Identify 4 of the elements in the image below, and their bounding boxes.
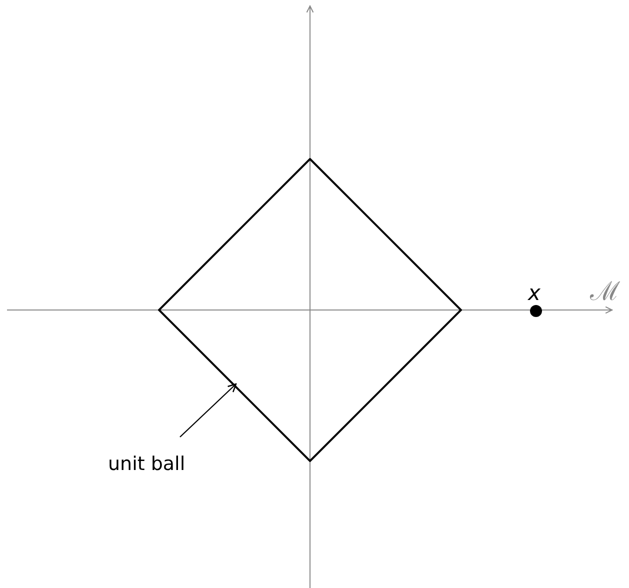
space-label: ℳ xyxy=(590,279,620,305)
callout-text: unit ball xyxy=(108,453,186,476)
leader-line xyxy=(180,383,237,438)
point-label: x xyxy=(528,283,540,304)
